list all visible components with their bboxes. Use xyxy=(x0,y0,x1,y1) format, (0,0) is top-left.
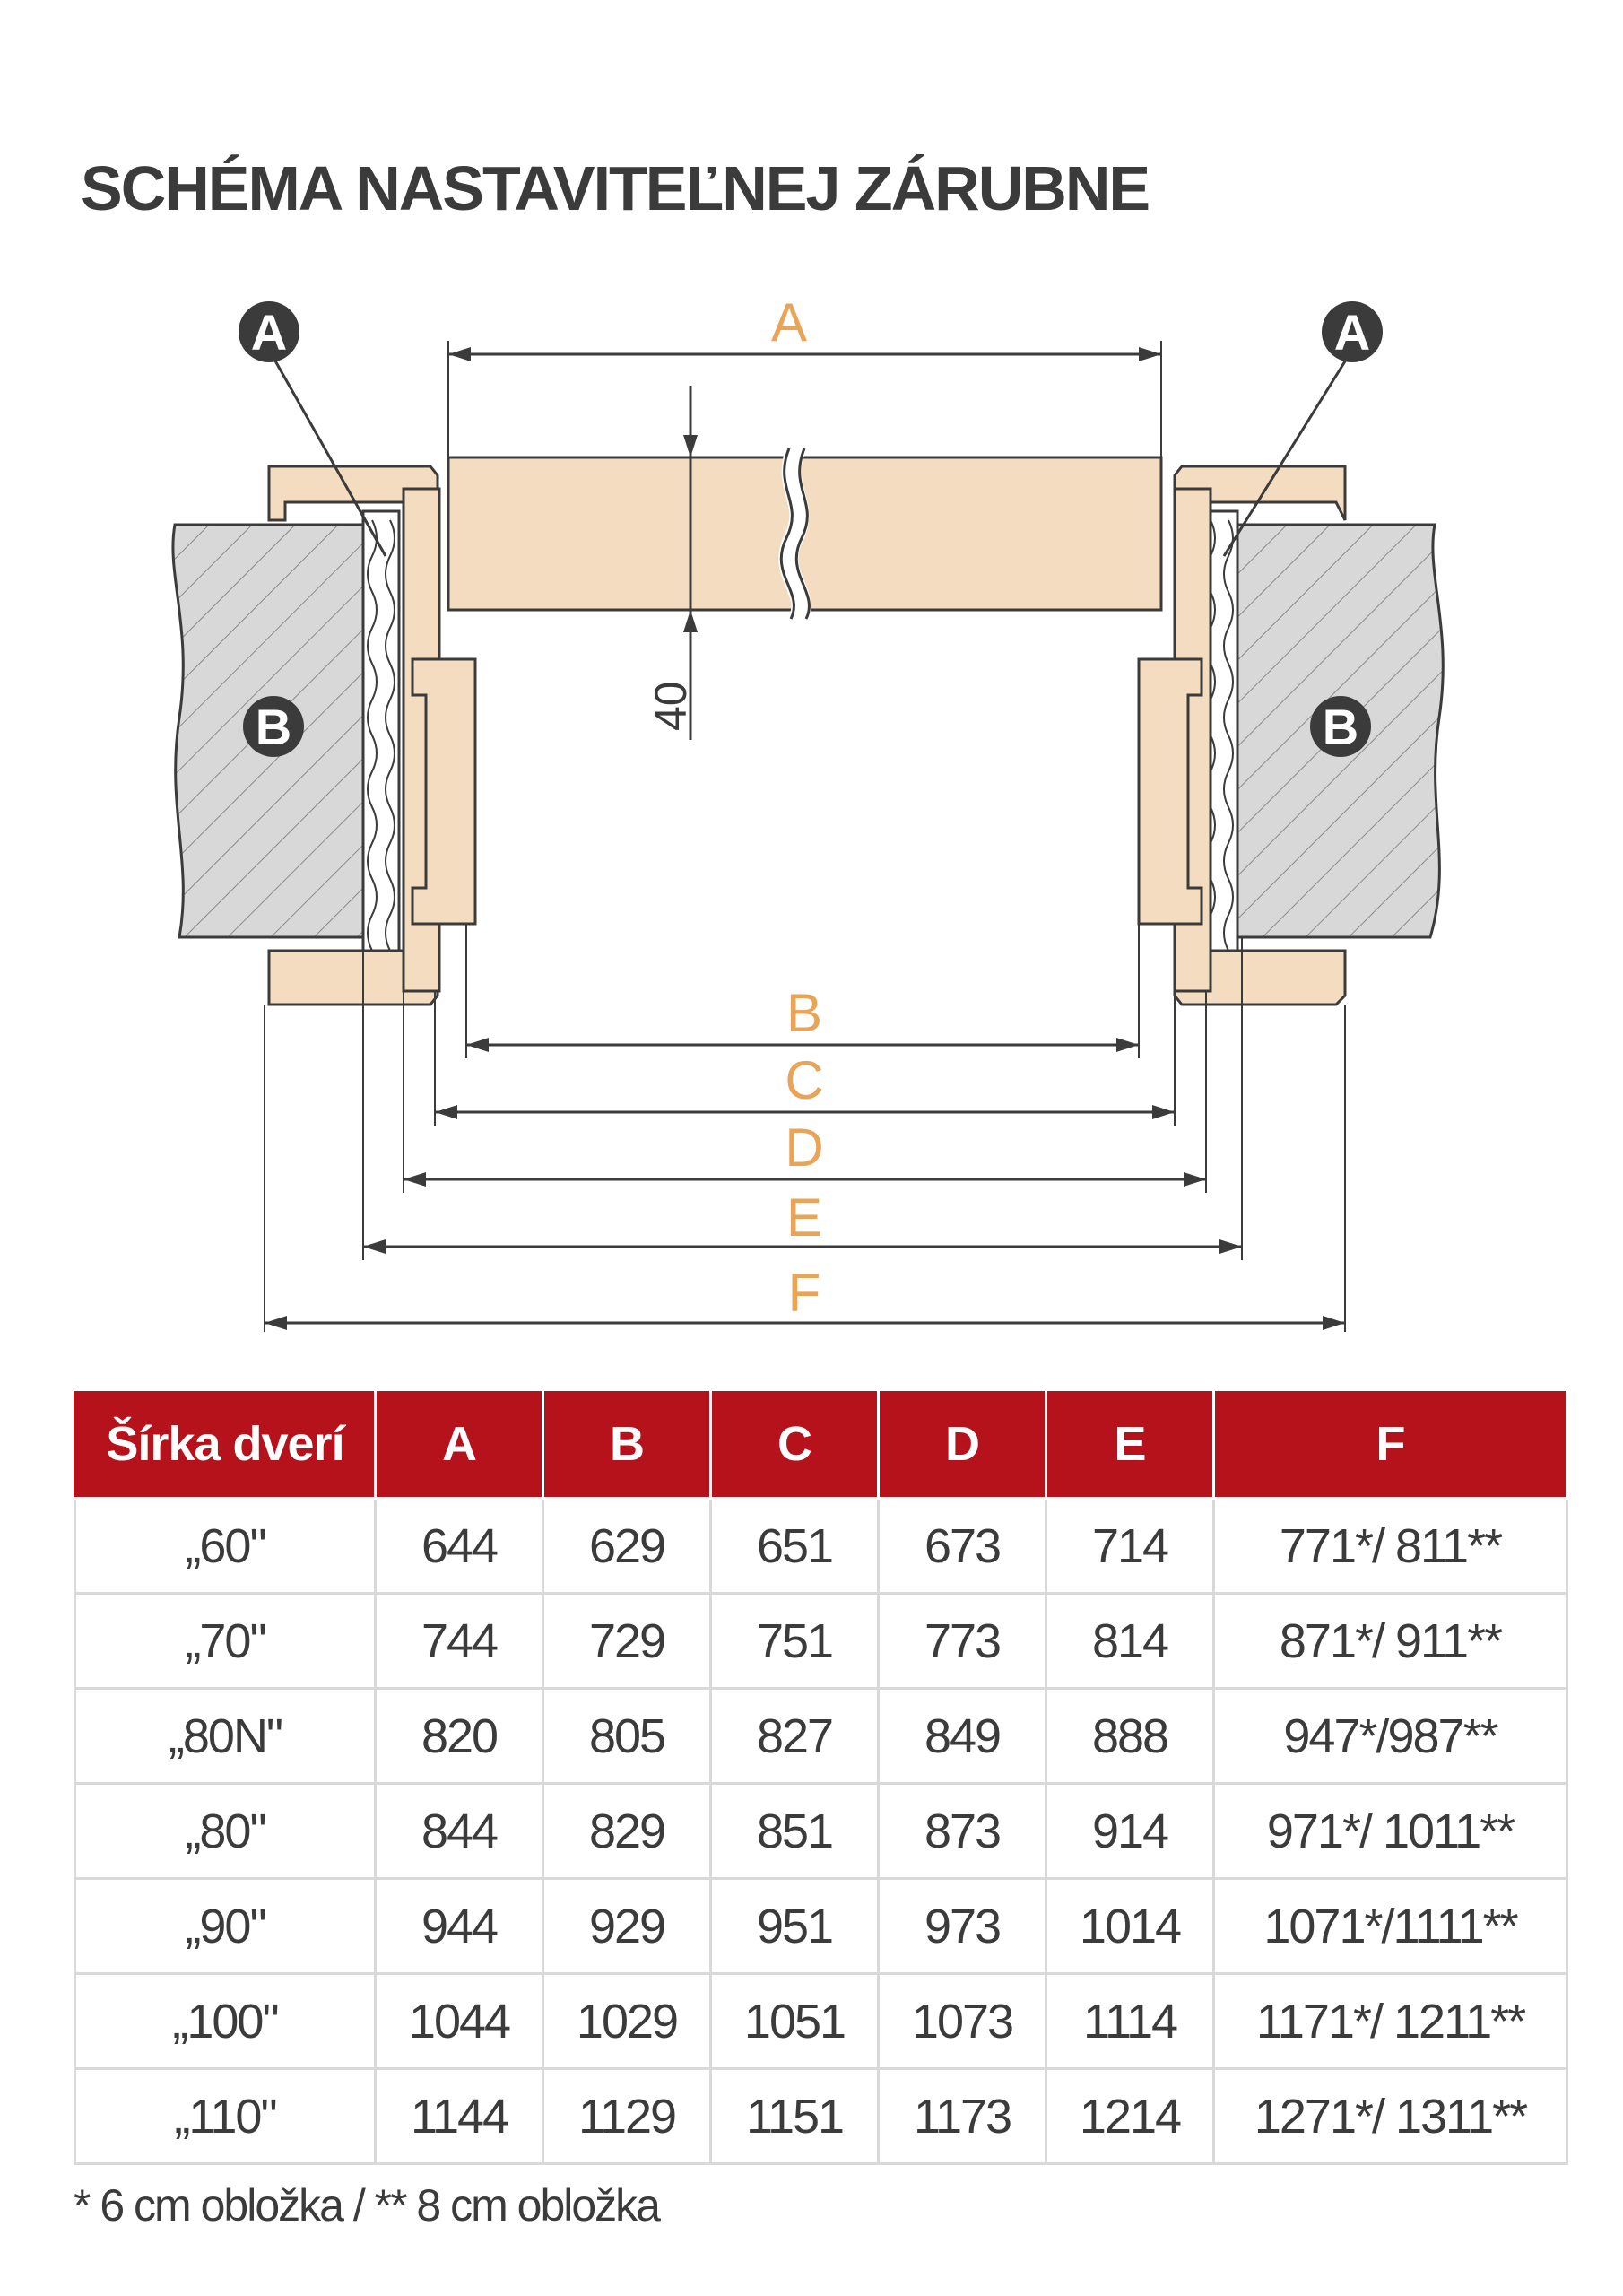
table-cell: „80" xyxy=(74,1782,377,1880)
table-cell: 1073 xyxy=(877,1972,1047,2070)
header-c: C xyxy=(709,1388,880,1500)
table-cell: 1014 xyxy=(1045,1877,1215,1975)
table-cell: 1171*/ 1211** xyxy=(1212,1972,1568,2070)
table-row: „70" 744 729 751 773 814 871*/ 911** xyxy=(74,1592,1568,1690)
frame-left-stop xyxy=(411,657,477,926)
header-b: B xyxy=(542,1388,712,1500)
table-row: „80N" 820 805 827 849 888 947*/987** xyxy=(74,1687,1568,1785)
callout-a-left xyxy=(239,301,299,362)
table-cell: 729 xyxy=(542,1592,712,1690)
table-cell: 844 xyxy=(374,1782,544,1880)
table-cell: „90" xyxy=(74,1877,377,1975)
table-cell: 629 xyxy=(542,1497,712,1595)
table-cell: 673 xyxy=(877,1497,1047,1595)
table-cell: 814 xyxy=(1045,1592,1215,1690)
table-cell: 1271*/ 1311** xyxy=(1212,2067,1568,2165)
door-frame-diagram: 40 A B C D E F A xyxy=(171,292,1445,1332)
table-cell: 951 xyxy=(709,1877,880,1975)
table-cell: 1114 xyxy=(1045,1972,1215,2070)
dim-label-f: F xyxy=(788,1263,821,1323)
dim-label-b: B xyxy=(786,983,822,1043)
table-cell: 820 xyxy=(374,1687,544,1785)
table-cell: „70" xyxy=(74,1592,377,1690)
table-cell: 871*/ 911** xyxy=(1212,1592,1568,1690)
table-cell: 851 xyxy=(709,1782,880,1880)
table-row: „90" 944 929 951 973 1014 1071*/1111** xyxy=(74,1877,1568,1975)
table-cell: 1051 xyxy=(709,1972,880,2070)
header-e: E xyxy=(1045,1388,1215,1500)
table-cell: 947*/987** xyxy=(1212,1687,1568,1785)
callout-b-right xyxy=(1310,696,1371,757)
table-cell: „100" xyxy=(74,1972,377,2070)
callout-a-right-label: A xyxy=(1334,304,1370,361)
callout-b-left xyxy=(243,696,304,757)
footnote: * 6 cm obložka / ** 8 cm obložka xyxy=(74,2180,661,2231)
table-cell: „80N" xyxy=(74,1687,377,1785)
table-cell: 1044 xyxy=(374,1972,544,2070)
dim-label-a: A xyxy=(771,292,807,352)
table-row: „80" 844 829 851 873 914 971*/ 1011** xyxy=(74,1782,1568,1880)
table-row: „110" 1144 1129 1151 1173 1214 1271*/ 13… xyxy=(74,2067,1568,2165)
header-a: A xyxy=(374,1388,544,1500)
table-cell: 771*/ 811** xyxy=(1212,1497,1568,1595)
header-f: F xyxy=(1212,1388,1568,1500)
table-cell: 714 xyxy=(1045,1497,1215,1595)
table-cell: 644 xyxy=(374,1497,544,1595)
table-row: „100" 1044 1029 1051 1073 1114 1171*/ 12… xyxy=(74,1972,1568,2070)
callout-a-left-label: A xyxy=(251,304,287,361)
table-cell: 1151 xyxy=(709,2067,880,2165)
table-cell: 914 xyxy=(1045,1782,1215,1880)
table-cell: 773 xyxy=(877,1592,1047,1690)
table-cell: 944 xyxy=(374,1877,544,1975)
table-cell: 1129 xyxy=(542,2067,712,2165)
table-cell: 1029 xyxy=(542,1972,712,2070)
header-door-width: Šírka dverí xyxy=(74,1388,377,1500)
table-cell: 1144 xyxy=(374,2067,544,2165)
table-row: „60" 644 629 651 673 714 771*/ 811** xyxy=(74,1497,1568,1595)
table-cell: 751 xyxy=(709,1592,880,1690)
table-cell: 827 xyxy=(709,1687,880,1785)
dim-label-e: E xyxy=(786,1187,822,1248)
table-cell: 1173 xyxy=(877,2067,1047,2165)
table-cell: 744 xyxy=(374,1592,544,1690)
table-cell: 1071*/1111** xyxy=(1212,1877,1568,1975)
dim-label-c: C xyxy=(785,1050,823,1110)
table-cell: „110" xyxy=(74,2067,377,2165)
table-cell: 973 xyxy=(877,1877,1047,1975)
callout-b-right-label: B xyxy=(1323,699,1358,755)
table-cell: 873 xyxy=(877,1782,1047,1880)
table-cell: 1214 xyxy=(1045,2067,1215,2165)
table-cell: 849 xyxy=(877,1687,1047,1785)
thickness-label: 40 xyxy=(646,681,696,731)
table-cell: 929 xyxy=(542,1877,712,1975)
callout-a-right xyxy=(1322,301,1383,362)
table-cell: 805 xyxy=(542,1687,712,1785)
table-header-row: Šírka dverí A B C D E F xyxy=(74,1388,1568,1500)
frame-left-casing-top xyxy=(267,465,439,522)
dim-label-d: D xyxy=(785,1118,823,1178)
table-cell: „60" xyxy=(74,1497,377,1595)
callout-b-left-label: B xyxy=(256,699,291,755)
header-d: D xyxy=(877,1388,1047,1500)
table-cell: 971*/ 1011** xyxy=(1212,1782,1568,1880)
table-cell: 888 xyxy=(1045,1687,1215,1785)
table-cell: 829 xyxy=(542,1782,712,1880)
frame-right-stop xyxy=(1137,657,1203,926)
dimensions-table: Šírka dverí A B C D E F „60" 644 629 651… xyxy=(74,1388,1568,2165)
page-title: SCHÉMA NASTAVITEĽNEJ ZÁRUBNE xyxy=(81,153,1150,223)
table-cell: 651 xyxy=(709,1497,880,1595)
